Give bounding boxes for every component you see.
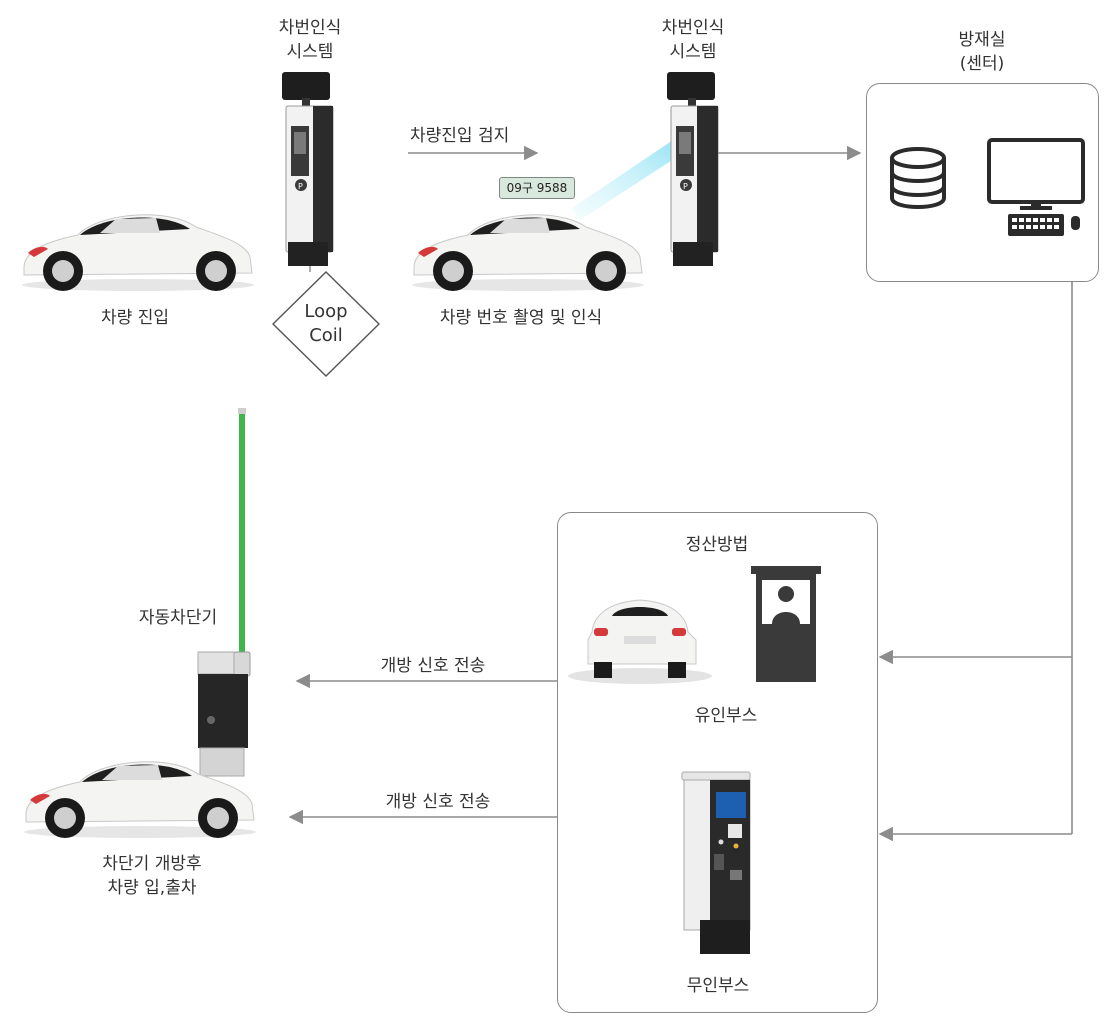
lpr-system-1-line-1: 차번인식	[278, 18, 342, 38]
manned-booth-label: 유인부스	[694, 706, 758, 726]
capture-recognize-label: 차량 번호 촬영 및 인식	[439, 308, 603, 328]
payment-method-label: 정산방법	[685, 535, 749, 555]
loop-coil-line-2: Coil	[309, 325, 343, 346]
after-open-line-2: 차량 입,출차	[107, 878, 197, 898]
after-open-line-1: 차단기 개방후	[102, 854, 202, 874]
control-room-line-2: (센터)	[959, 54, 1005, 74]
lpr-system-2-line-2: 시스템	[669, 42, 717, 62]
loop-coil-label: Loop Coil	[280, 300, 372, 348]
control-room-line-1: 방재실	[958, 30, 1006, 50]
lpr-system-2-line-1: 차번인식	[661, 18, 725, 38]
loop-coil-diamond	[272, 271, 380, 377]
svg-text:P: P	[683, 182, 688, 191]
unmanned-booth-label: 무인부스	[686, 976, 750, 996]
lpr-system-1-label: 차번인식 시스템	[279, 16, 342, 64]
license-plate-label: 09구 9588	[499, 177, 575, 199]
entry-detect-label: 차량진입 검지	[410, 126, 510, 146]
after-open-label: 차단기 개방후 차량 입,출차	[102, 852, 201, 900]
loop-coil-line-1: Loop	[304, 301, 348, 322]
control-room-label: 방재실 (센터)	[959, 28, 1006, 76]
auto-barrier-label: 자동차단기	[138, 608, 218, 628]
vehicle-entry-label: 차량 진입	[101, 308, 169, 328]
control-room-box	[866, 83, 1099, 282]
open-signal-label-1: 개방 신호 전송	[380, 656, 486, 676]
open-signal-label-2: 개방 신호 전송	[385, 792, 491, 812]
lpr-system-1-line-2: 시스템	[286, 42, 334, 62]
svg-text:P: P	[298, 182, 303, 191]
lpr-system-2-label: 차번인식 시스템	[662, 16, 725, 64]
